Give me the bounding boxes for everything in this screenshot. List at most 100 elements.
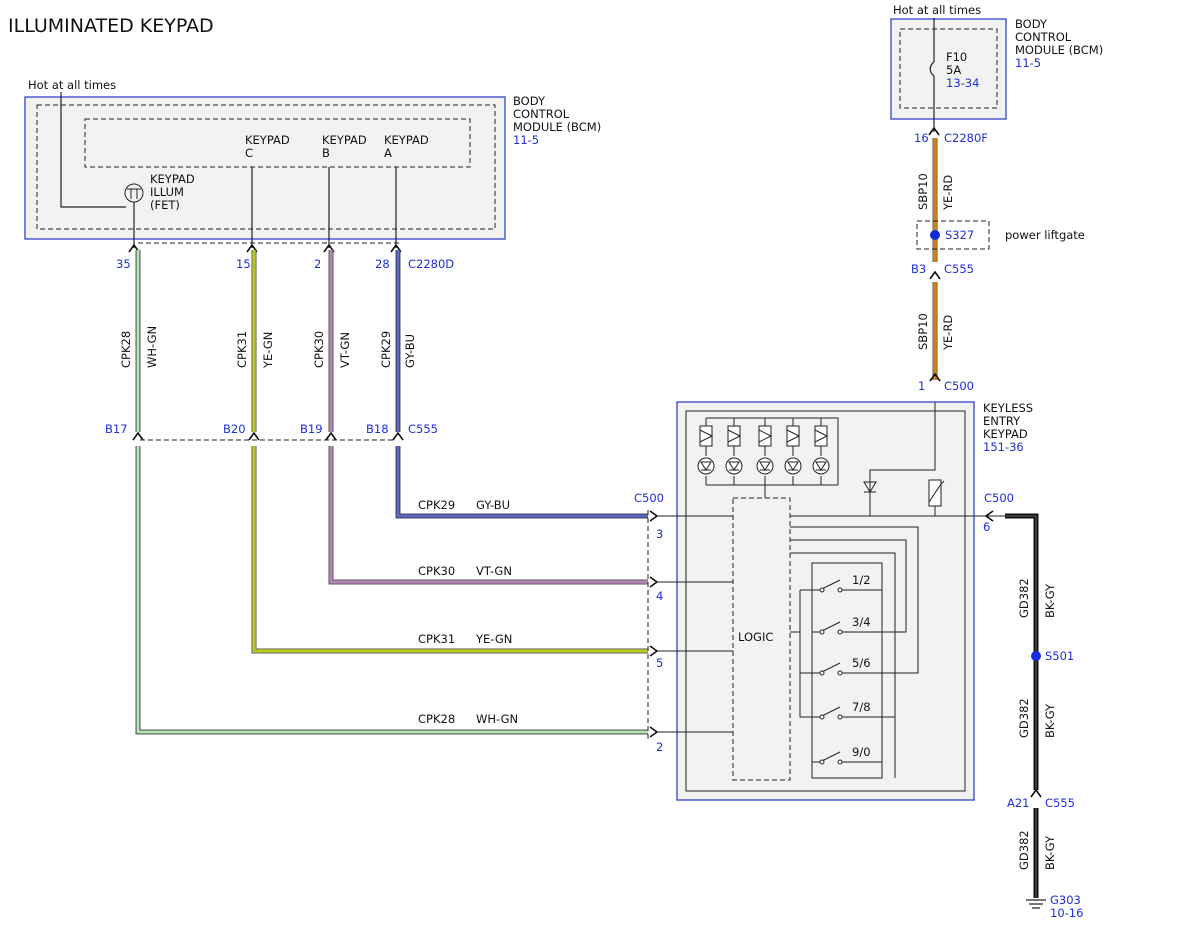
bcm-left-title-3: MODULE (BCM) xyxy=(513,120,601,134)
led-symbol xyxy=(759,461,771,471)
logic-block xyxy=(732,497,791,781)
switch-contact xyxy=(819,714,825,720)
bcm-left-title-1: BODY xyxy=(513,94,546,108)
bcm-right-module: Hot at all times F10 5A 13-34 BODY CONTR… xyxy=(890,3,1103,132)
c2280f-arrow xyxy=(928,126,940,136)
wire-cpk29-outer xyxy=(395,250,648,519)
resistor-icon xyxy=(814,425,828,447)
keypad-inner xyxy=(685,410,966,792)
switch-contact xyxy=(837,714,843,720)
wire-cpk29-stripe xyxy=(397,250,648,517)
bcm-right-hot-label: Hot at all times xyxy=(893,3,981,17)
gd382-circuit-middle: GD382 xyxy=(1017,698,1031,738)
bcm-left-hot-wire xyxy=(60,92,126,208)
wire-cpk28-color-horizontal: WH-GN xyxy=(476,712,518,726)
bcm-right-title-2: CONTROL xyxy=(1015,30,1072,44)
c500-pin-6: 6 xyxy=(983,520,990,534)
wire-cpk28-stripe xyxy=(137,250,648,733)
wire-cpk28-circuit-vertical: CPK28 xyxy=(119,331,133,368)
illum-label-3: (FET) xyxy=(150,198,180,212)
wire-cpk31-color xyxy=(252,250,648,653)
c2280d-pin-cpk28: 35 xyxy=(116,257,131,271)
wire-cpk29-circuit-vertical: CPK29 xyxy=(379,331,393,368)
c500-pin-4: 4 xyxy=(656,589,663,603)
keypad-title-1: KEYLESS xyxy=(983,401,1033,415)
c555-ground-arrow xyxy=(1030,788,1042,798)
wire-cpk31-circuit-horizontal: CPK31 xyxy=(418,632,455,646)
wire-cpk30-circuit-horizontal: CPK30 xyxy=(418,564,455,578)
resistor-zigzag xyxy=(786,429,801,443)
bcm-right-ref: 11-5 xyxy=(1015,56,1041,70)
switch-label-3: 5/6 xyxy=(852,656,871,670)
c2280d-pin-cpk31: 15 xyxy=(236,257,251,271)
fuse-ref: 13-34 xyxy=(946,76,979,90)
wire-cpk28-circuit-horizontal: CPK28 xyxy=(418,712,455,726)
c555-pin-a21: A21 xyxy=(1007,796,1030,810)
wire-cpk30-stripe xyxy=(330,250,648,583)
wire-cpk28-color xyxy=(136,250,648,734)
c555-arrows xyxy=(132,431,404,441)
bcm-left-keypad-block xyxy=(84,118,471,168)
wire-cpk29-circuit-horizontal: CPK29 xyxy=(418,498,455,512)
wire-cpk31-circuit-vertical: CPK31 xyxy=(235,331,249,368)
g303-ref: 10-16 xyxy=(1050,906,1083,920)
switch-contact xyxy=(819,629,825,635)
s327-label: S327 xyxy=(945,228,974,242)
c500-left-arrows xyxy=(649,510,659,738)
c500-internal-lines xyxy=(657,515,733,733)
bcm-left-keypad-lines xyxy=(251,167,397,248)
gd382-color-lower: BK-GY xyxy=(1043,835,1057,870)
illum-label-1: KEYPAD xyxy=(150,172,195,186)
switch-contact xyxy=(819,670,825,676)
wire-cpk30-color-vertical: VT-GN xyxy=(338,332,352,368)
s327-splice-dot xyxy=(930,230,940,240)
keypad-title-3: KEYPAD xyxy=(983,427,1028,441)
c500-pin-3: 3 xyxy=(656,527,663,541)
switch-matrix xyxy=(811,562,883,779)
sbp10-circuit-lower: SBP10 xyxy=(916,313,930,350)
led-icon xyxy=(725,457,743,475)
harness-wires xyxy=(135,250,648,735)
led-array xyxy=(697,418,830,485)
keypad-a-label-1: KEYPAD xyxy=(384,133,429,147)
bcm-right-title-3: MODULE (BCM) xyxy=(1015,43,1103,57)
led-top-rail xyxy=(706,417,839,485)
wire-cpk30-color-horizontal: VT-GN xyxy=(476,564,512,578)
keypad-c-label-2: C xyxy=(245,146,253,160)
c2280d-pin-cpk30: 2 xyxy=(314,257,321,271)
led-icon xyxy=(812,457,830,475)
keypad-title-2: ENTRY xyxy=(983,414,1021,428)
bcm-right-title-1: BODY xyxy=(1015,17,1048,31)
wire-cpk28-outer xyxy=(135,250,648,735)
c500-label-right: C500 xyxy=(984,491,1014,505)
c2280f-label: C2280F xyxy=(944,131,988,145)
led-symbol xyxy=(787,461,799,471)
c500-pin-5: 5 xyxy=(656,656,663,670)
keypad-c-label-1: KEYPAD xyxy=(245,133,290,147)
switch-contact xyxy=(837,670,843,676)
wire-cpk30-outer xyxy=(328,250,648,585)
keypad-a-label-2: A xyxy=(384,146,392,160)
led-symbol xyxy=(728,461,740,471)
led-symbol xyxy=(700,461,712,471)
c2280d-label: C2280D xyxy=(408,257,454,271)
wire-cpk30-circuit-vertical: CPK30 xyxy=(312,331,326,368)
c555-label-right: C555 xyxy=(944,262,974,276)
switch-label-2: 3/4 xyxy=(852,615,871,629)
wire-cpk30-color xyxy=(329,250,648,584)
bcm-left-title-2: CONTROL xyxy=(513,107,570,121)
led-symbol xyxy=(815,461,827,471)
sbp10-color-lower: YE-RD xyxy=(941,315,955,351)
gd382-circuit-upper: GD382 xyxy=(1017,578,1031,618)
diagram-title: ILLUMINATED KEYPAD xyxy=(8,15,214,37)
wire-cpk31-color-vertical: YE-GN xyxy=(261,332,275,369)
switch-contact xyxy=(837,759,843,765)
switch-contact xyxy=(837,587,843,593)
resistor-icon xyxy=(727,425,741,447)
fet-symbol xyxy=(127,188,141,199)
led-icon xyxy=(756,457,774,475)
keyless-entry-keypad: KEYLESS ENTRY KEYPAD 151-36 xyxy=(657,401,1033,801)
switch-matrix-cols xyxy=(790,589,812,718)
ground-icon xyxy=(1026,899,1046,909)
